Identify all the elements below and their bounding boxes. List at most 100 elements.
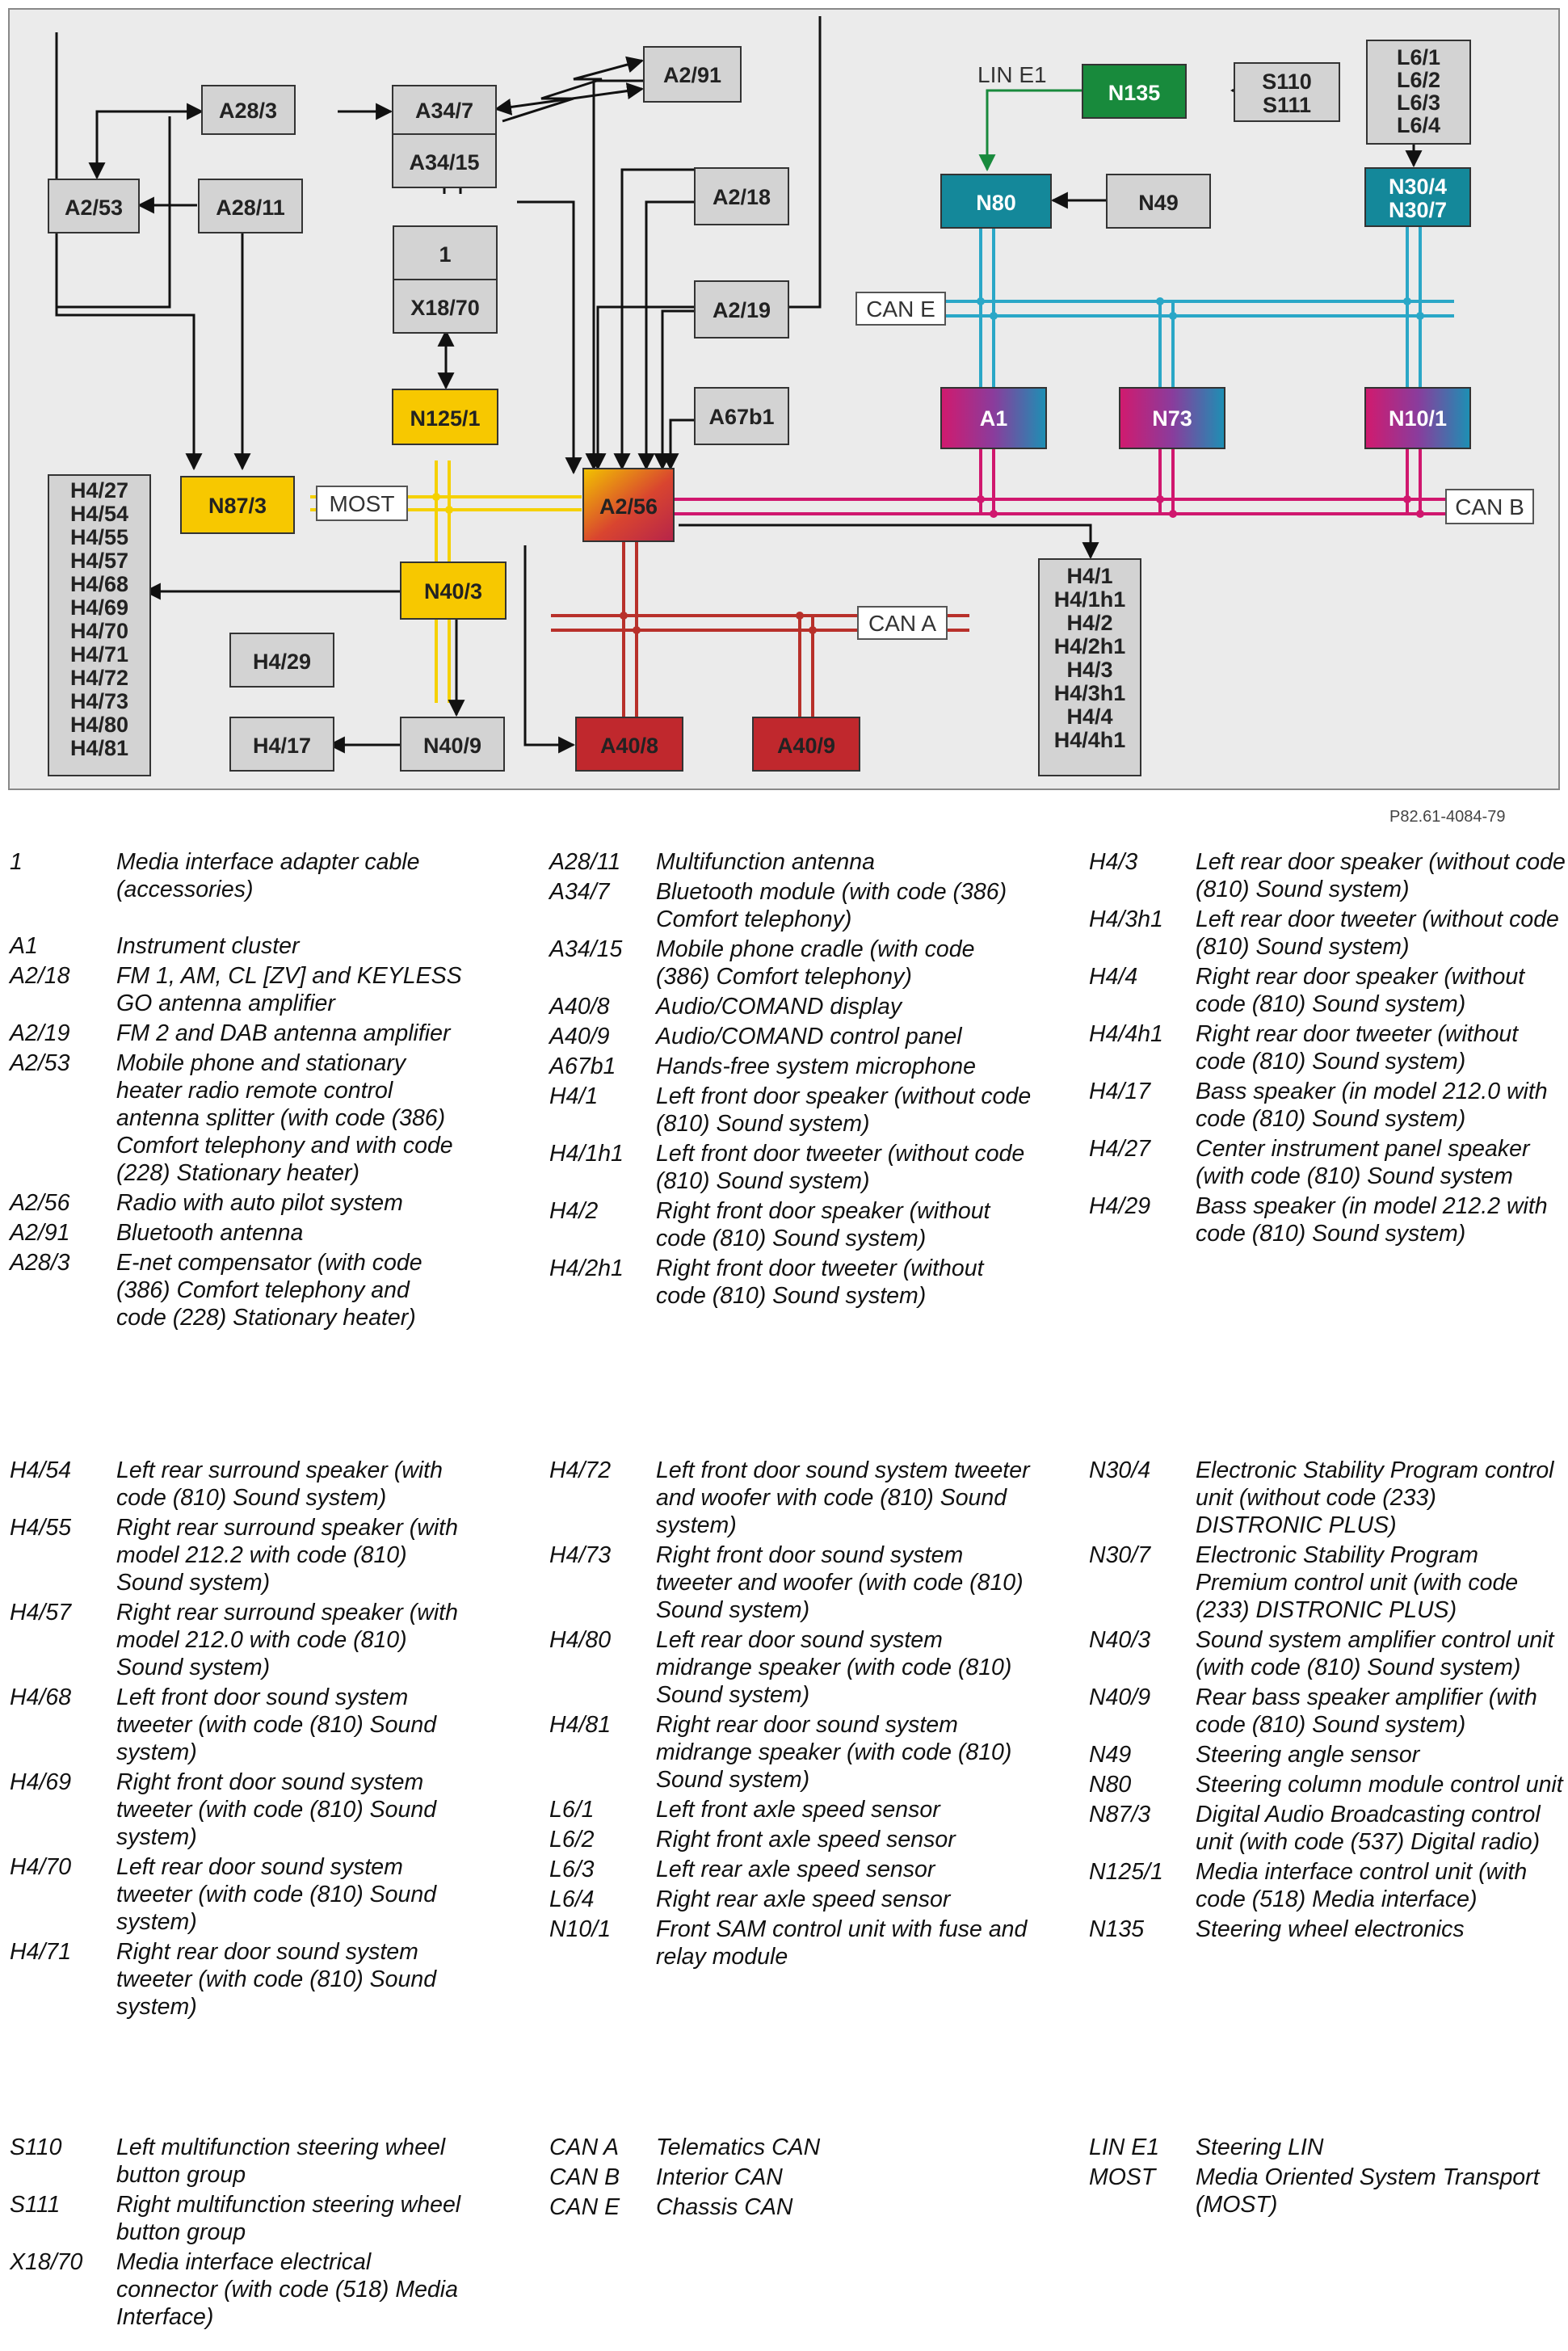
svg-text:L6/2: L6/2 bbox=[1397, 68, 1440, 92]
svg-text:H4/81: H4/81 bbox=[70, 736, 128, 760]
box-h4-29: H4/29 bbox=[229, 633, 334, 688]
box-x18-70: X18/70 bbox=[393, 279, 498, 334]
svg-text:N73: N73 bbox=[1152, 406, 1192, 431]
legend-description: Right front door sound system tweeter (w… bbox=[116, 1769, 437, 1850]
box-s110-s111: S110 S111 bbox=[1234, 62, 1340, 122]
svg-text:A40/9: A40/9 bbox=[777, 734, 835, 758]
legend-code: S111 bbox=[10, 2192, 61, 2218]
svg-text:H4/1h1: H4/1h1 bbox=[1054, 587, 1126, 612]
box-l6-group: L6/1 L6/2 L6/3 L6/4 bbox=[1366, 40, 1471, 145]
legend-code: H4/68 bbox=[10, 1684, 72, 1710]
legend-description: Right front door tweeter (without code (… bbox=[656, 1255, 984, 1309]
svg-text:1: 1 bbox=[439, 242, 451, 267]
legend-description: Left rear door sound system midrange spe… bbox=[656, 1627, 1012, 1708]
bus-label-can-e: CAN E bbox=[855, 292, 946, 326]
legend-description: Left multifunction steering wheel button… bbox=[116, 2134, 446, 2188]
box-a40-8: A40/8 bbox=[575, 717, 683, 772]
box-a40-9: A40/9 bbox=[752, 717, 860, 772]
legend-code: H4/29 bbox=[1089, 1193, 1151, 1219]
svg-text:H4/4: H4/4 bbox=[1066, 704, 1112, 729]
legend-description: Right front door sound system tweeter an… bbox=[656, 1542, 1024, 1623]
svg-text:H4/17: H4/17 bbox=[253, 734, 311, 758]
svg-text:L6/1: L6/1 bbox=[1397, 45, 1440, 69]
legend-description: Rear bass speaker amplifier (with code (… bbox=[1196, 1684, 1537, 1738]
svg-text:CAN B: CAN B bbox=[1455, 494, 1524, 519]
legend-description: Media interface control unit (with code … bbox=[1196, 1859, 1528, 1912]
box-n40-9: N40/9 bbox=[400, 717, 505, 772]
legend-description: Left rear surround speaker (with code (8… bbox=[116, 1457, 443, 1511]
legend-code: H4/71 bbox=[10, 1939, 72, 1965]
box-a67b1: A67b1 bbox=[694, 387, 789, 445]
legend-description: Steering column module control unit bbox=[1196, 1772, 1563, 1798]
box-n40-3: N40/3 bbox=[400, 561, 507, 620]
legend-code: A34/7 bbox=[549, 879, 610, 905]
legend-code: H4/80 bbox=[549, 1627, 612, 1653]
legend-code: H4/57 bbox=[10, 1600, 72, 1626]
legend-code: H4/81 bbox=[549, 1712, 612, 1738]
legend-description: Sound system amplifier control unit (wit… bbox=[1196, 1627, 1554, 1680]
bus-label-can-b: CAN B bbox=[1445, 489, 1534, 524]
svg-text:L6/4: L6/4 bbox=[1397, 113, 1440, 137]
box-a34-15: A34/15 bbox=[392, 133, 497, 188]
legend-description: Mobile phone cradle (with code (386) Com… bbox=[656, 936, 975, 990]
svg-text:MOST: MOST bbox=[330, 491, 395, 516]
box-1: 1 bbox=[393, 225, 498, 280]
legend-description: Left rear axle speed sensor bbox=[656, 1857, 935, 1882]
legend-description: Left front door sound system tweeter and… bbox=[656, 1457, 1030, 1538]
legend-code: L6/2 bbox=[549, 1827, 595, 1853]
svg-text:N80: N80 bbox=[976, 191, 1016, 215]
svg-text:A28/3: A28/3 bbox=[219, 99, 277, 123]
legend-description: Electronic Stability Program Premium con… bbox=[1196, 1542, 1519, 1623]
svg-text:A67b1: A67b1 bbox=[708, 405, 774, 429]
box-a28-11: A28/11 bbox=[198, 179, 303, 233]
svg-text:H4/29: H4/29 bbox=[253, 650, 311, 674]
svg-text:H4/72: H4/72 bbox=[70, 666, 128, 690]
svg-text:N30/7: N30/7 bbox=[1389, 198, 1447, 222]
legend-description: Bluetooth module (with code (386) Comfor… bbox=[656, 879, 1007, 932]
bus-junction-dots bbox=[432, 297, 1424, 634]
legend-description: Bass speaker (in model 212.2 with code (… bbox=[1196, 1193, 1548, 1247]
svg-text:H4/54: H4/54 bbox=[70, 502, 128, 526]
legend-code: N125/1 bbox=[1089, 1859, 1163, 1885]
svg-text:H4/73: H4/73 bbox=[70, 689, 128, 713]
legend-description: Bass speaker (in model 212.0 with code (… bbox=[1196, 1079, 1548, 1132]
legend-description: Right rear door tweeter (without code (8… bbox=[1196, 1021, 1519, 1075]
legend-code: A34/15 bbox=[549, 936, 623, 962]
svg-text:A1: A1 bbox=[980, 406, 1008, 431]
legend-description: Right rear door speaker (without code (8… bbox=[1196, 964, 1525, 1017]
